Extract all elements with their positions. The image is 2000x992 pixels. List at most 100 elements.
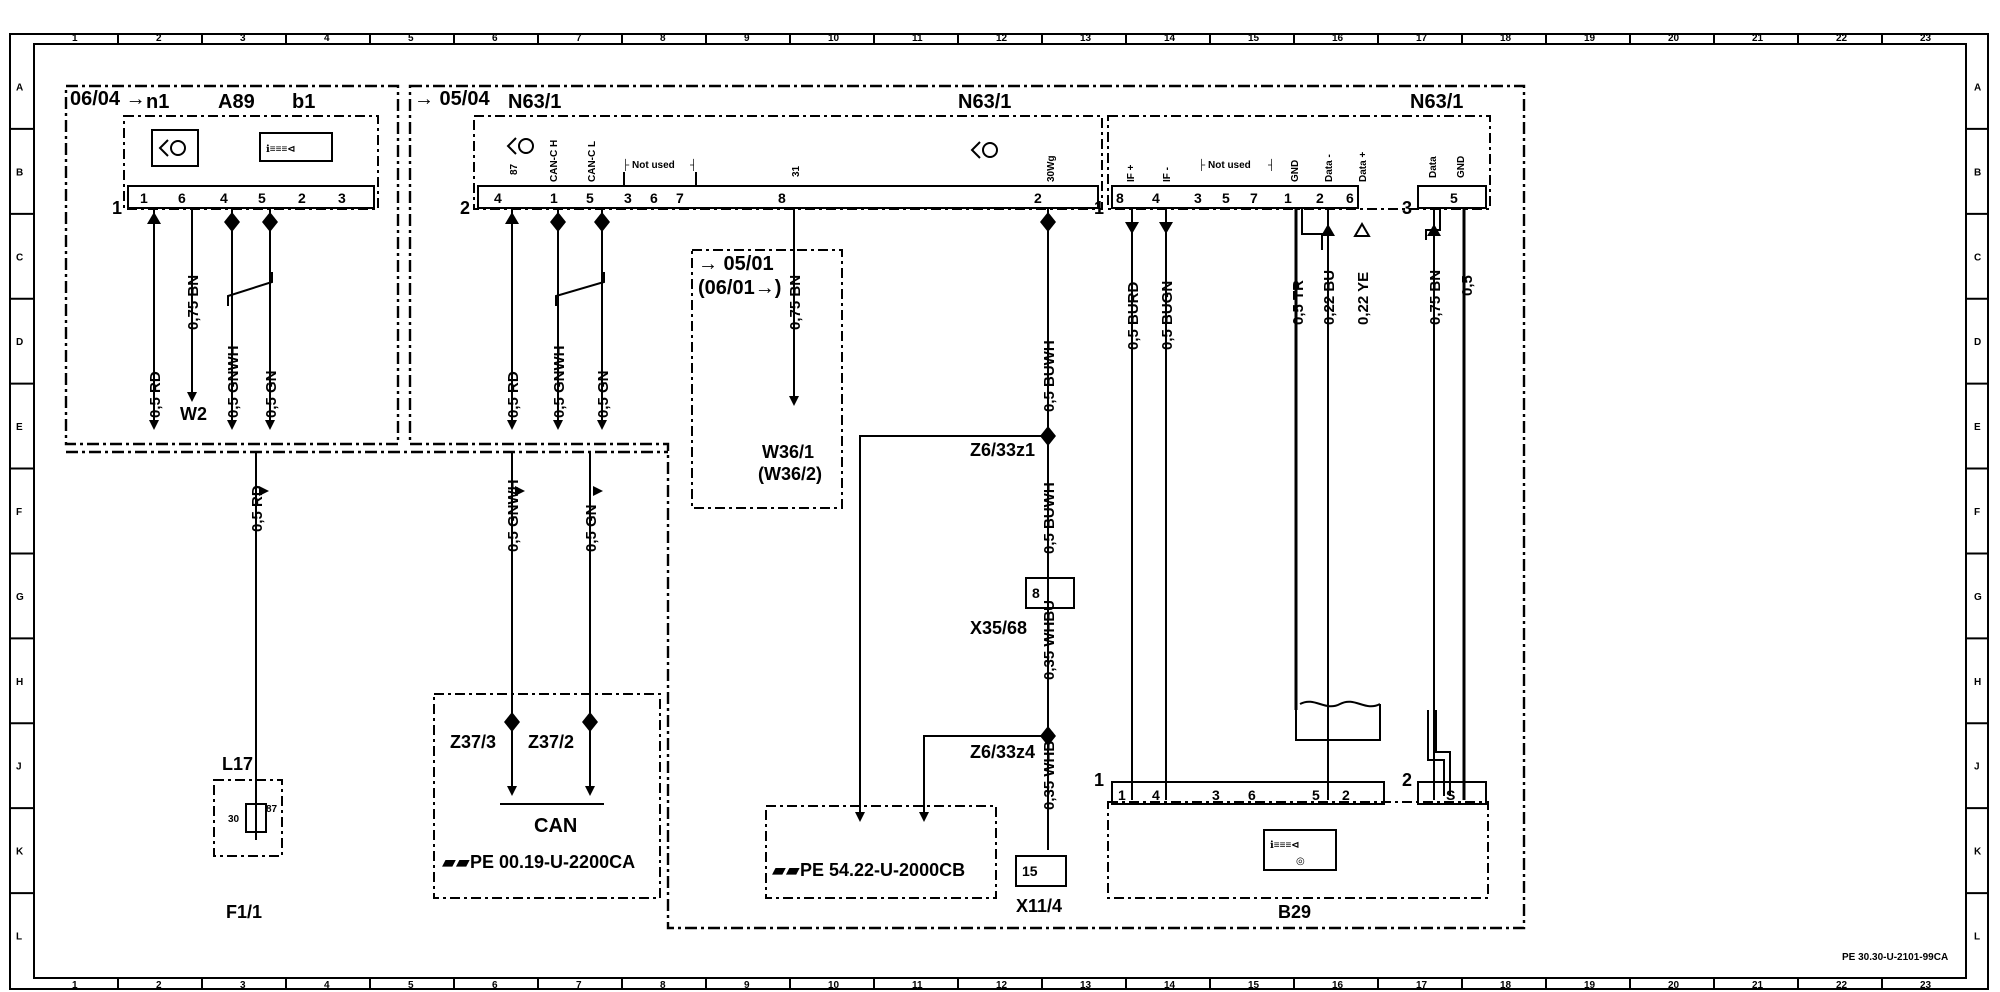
grid-row-left-F: F xyxy=(16,507,22,518)
grid-col-bottom-20: 20 xyxy=(1668,980,1680,991)
n63r-pin-5b: 5 xyxy=(1450,190,1458,206)
grid-row-left-B: B xyxy=(16,167,23,178)
b29-pin-3: 3 xyxy=(1212,787,1220,803)
can-bus-label: CAN xyxy=(534,815,577,837)
n63-left-connector-number: 2 xyxy=(460,198,470,218)
grid-col-bottom-14: 14 xyxy=(1164,980,1176,991)
n63-pin-name-87: 87 xyxy=(509,163,520,175)
n63r-pin-data-plus: Data + xyxy=(1358,152,1369,182)
grid-col-bottom-13: 13 xyxy=(1080,980,1092,991)
reference-icon: ▰▰ xyxy=(442,852,470,872)
grid-col-bottom-3: 3 xyxy=(240,980,246,991)
n63r-not-used: Not used xyxy=(1208,160,1251,171)
grid-col-top-23: 23 xyxy=(1920,33,1932,44)
a89-inner-box xyxy=(123,115,379,210)
a89-pin-4: 4 xyxy=(220,190,228,206)
fuse-l17-label: L17 xyxy=(222,754,253,774)
n63r-pin-gnd2: GND xyxy=(1456,156,1467,178)
n63r-pin-5: 5 xyxy=(1222,190,1230,206)
w36-box: → 05/01 (06/01→) W36/1 (W36/2) xyxy=(691,249,843,509)
grid-row-left-E: E xyxy=(16,422,23,433)
grid-row-right-F: F xyxy=(1974,507,1980,518)
grid-col-bottom-19: 19 xyxy=(1584,980,1596,991)
b29-pin-2: 2 xyxy=(1342,787,1350,803)
n63r-pin-data: Data xyxy=(1428,156,1439,178)
grid-col-bottom-7: 7 xyxy=(576,980,582,991)
can-outline xyxy=(433,693,661,899)
grid-col-top-10: 10 xyxy=(828,33,840,44)
x35-label: X35/68 xyxy=(970,618,1027,638)
n63-left-label: N63/1 xyxy=(508,91,561,113)
b29-ecu-box xyxy=(1263,829,1337,871)
b29-label: B29 xyxy=(1278,902,1311,922)
ref-outline xyxy=(765,805,997,899)
n63-left-connector xyxy=(477,185,1099,209)
n63r-pin-2: 2 xyxy=(1316,190,1324,206)
grid-row-right-G: G xyxy=(1974,592,1982,603)
a89-ecu-box xyxy=(259,132,333,162)
n63-pin-4: 4 xyxy=(494,190,502,206)
grid-row-left-D: D xyxy=(16,337,23,348)
n63-wire-1-label: 0,5 GNWH xyxy=(551,345,568,418)
x35-wire-label: 0,35 WHBU xyxy=(1041,600,1058,680)
b29-connector-2 xyxy=(1417,781,1487,805)
can-wire-h-label: 0,5 GNWH xyxy=(505,479,522,552)
r-wire-4-label: 0,5 BUGN xyxy=(1159,281,1176,350)
grid-row-right-K: K xyxy=(1974,847,1982,858)
splice-z6-33z4: Z6/33z4 xyxy=(970,742,1035,762)
splice2-wire-label: 0,35 WHBU xyxy=(1041,730,1058,810)
ecu-chip-icon: ℹ≡≡≡⊲ xyxy=(266,144,296,155)
n63r-pin-data-minus: Data - xyxy=(1324,154,1335,182)
r-wire-6-arrow xyxy=(1353,222,1371,237)
inner-frame xyxy=(33,43,1967,979)
grid-col-top-8: 8 xyxy=(660,33,666,44)
n63-not-used: Not used xyxy=(632,160,675,171)
radar-sensor-icon xyxy=(158,139,186,157)
n63r-pin-if-minus: IF - xyxy=(1162,167,1173,182)
document-code: PE 30.30-U-2101-99CA xyxy=(1842,952,1948,963)
n63r-pin-7: 7 xyxy=(1250,190,1258,206)
grid-col-bottom-6: 6 xyxy=(492,980,498,991)
a89-pin-2: 2 xyxy=(298,190,306,206)
n63-pin-6: 6 xyxy=(650,190,658,206)
grid-col-bottom-15: 15 xyxy=(1248,980,1260,991)
n63-pin-8: 8 xyxy=(778,190,786,206)
w36-ground-alt: (W36/2) xyxy=(758,464,822,484)
b29-pin-5: 5 xyxy=(1312,787,1320,803)
b29-pin-1: 1 xyxy=(1118,787,1126,803)
grid-col-bottom-17: 17 xyxy=(1416,980,1428,991)
can-ref: PE 00.19-U-2200CA xyxy=(470,852,635,872)
b29-connector-1 xyxy=(1111,781,1385,805)
cable-sheath xyxy=(1295,704,1381,741)
n63r-not-used-close: ┤ xyxy=(1267,158,1275,172)
relay-icon xyxy=(245,803,267,833)
grid-row-right-E: E xyxy=(1974,422,1981,433)
grid-col-bottom-1: 1 xyxy=(72,980,78,991)
bus-wires: 0,5 RD 0,5 GNWH 0,5 GN xyxy=(249,452,603,840)
grid-col-top-17: 17 xyxy=(1416,33,1428,44)
b29-ecu-icon: ℹ≡≡≡⊲ xyxy=(1270,840,1300,851)
center-splices: Z6/33z1 0,5 BUWH 8 X35/68 0,35 WHBU Z6/3… xyxy=(855,426,1075,916)
a89-radar-box xyxy=(151,129,199,167)
grid-row-right-D: D xyxy=(1974,337,1981,348)
a89-n1: n1 xyxy=(146,91,169,113)
grid-row-left-A: A xyxy=(16,82,23,93)
a89-module: 06/04 → n1 A89 b1 ℹ≡≡≡⊲ 1 1 6 4 5 2 3 0,… xyxy=(64,84,400,446)
x11-connector xyxy=(1015,855,1067,887)
a89-pin-1: 1 xyxy=(140,190,148,206)
b29-connector-1-number: 1 xyxy=(1094,770,1104,790)
n63-left-module: → 05/04 N63/1 N63/1 87 CAN-C H CAN-C L 3… xyxy=(66,84,1526,930)
grid-col-bottom-23: 23 xyxy=(1920,980,1932,991)
grid-col-top-4: 4 xyxy=(324,33,330,44)
r-wire-3a-label: 0,75 BN xyxy=(1427,270,1444,325)
r-wire-3b-label: 0,5 xyxy=(1459,275,1476,296)
grid-row-left-G: G xyxy=(16,592,24,603)
fuse-wire-label: 0,5 RD xyxy=(249,485,266,532)
b29-pin-4: 4 xyxy=(1152,787,1160,803)
a89-twist xyxy=(227,272,273,306)
grid-col-top-18: 18 xyxy=(1500,33,1512,44)
grid-col-bottom-2: 2 xyxy=(156,980,162,991)
ref-text: PE 54.22-U-2000CB xyxy=(800,860,965,880)
